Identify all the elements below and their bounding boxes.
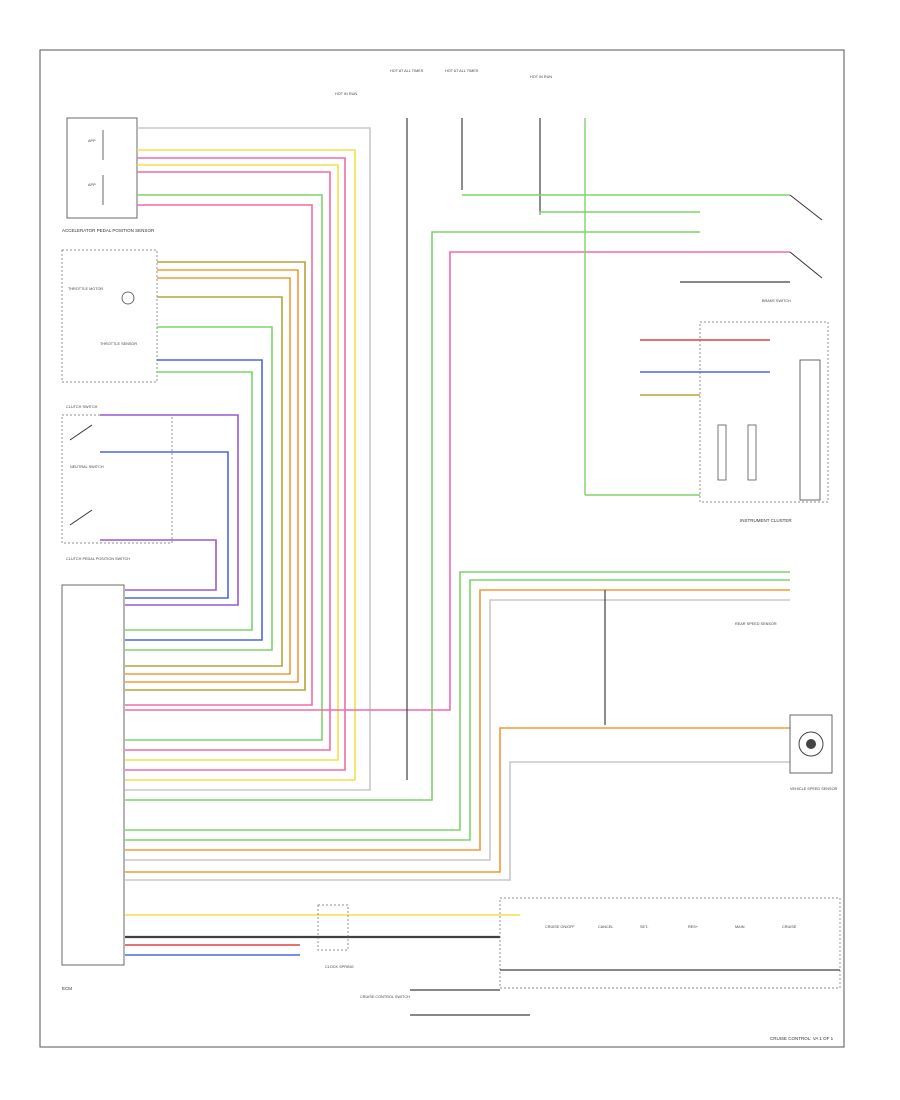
svg-text:HOT AT ALL TIMES: HOT AT ALL TIMES <box>445 69 479 73</box>
throttle-body: THROTTLE MOTOR THROTTLE SENSOR <box>61 249 158 383</box>
rear-speed-sensor-label: REAR SPEED SENSOR <box>735 622 777 626</box>
switch-label: MAIN <box>735 925 745 929</box>
power-feeds: HOT IN RUN HOT AT ALL TIMES HOT AT ALL T… <box>335 69 790 780</box>
accel-sensor-label: ACCELERATOR PEDAL POSITION SENSOR <box>62 228 155 233</box>
instrument-cluster: INSTRUMENT CLUSTER <box>585 321 829 523</box>
clutch-switch: CLUTCH SWITCH NEUTRAL SWITCH CLUTCH PEDA… <box>61 405 173 561</box>
ecm-label: ECM <box>62 986 72 991</box>
clutch-pedal-label: CLUTCH PEDAL POSITION SWITCH <box>66 557 130 561</box>
cruise-control-switch: CRUISE ON/OFF CANCEL SET- RES+ MAIN CRUI… <box>360 897 841 1016</box>
switch-label: CRUISE <box>782 925 797 929</box>
svg-text:CLUTCH SWITCH: CLUTCH SWITCH <box>66 405 98 409</box>
svg-text:APP: APP <box>88 139 96 143</box>
throttle-motor-label: THROTTLE MOTOR <box>68 287 103 291</box>
throttle-sensor-label: THROTTLE SENSOR <box>100 342 137 346</box>
cruise-switch-label: CRUISE CONTROL SWITCH <box>360 995 410 999</box>
hot-in-run-label: HOT IN RUN <box>335 92 357 96</box>
neutral-switch-label: NEUTRAL SWITCH <box>70 465 104 469</box>
wire-bundle <box>100 127 790 956</box>
instrument-cluster-label: INSTRUMENT CLUSTER <box>740 518 792 523</box>
clock-spring: CLOCK SPRING <box>317 904 354 969</box>
brake-switch-label: BRAKE SWITCH <box>762 299 791 303</box>
ecm-box: ECM <box>61 584 125 991</box>
brake-switch: BRAKE SWITCH <box>680 194 823 303</box>
switch-label: RES+ <box>688 925 699 929</box>
clock-spring-label: CLOCK SPRING <box>325 965 354 969</box>
switch-label: CANCEL <box>598 925 613 929</box>
diagram-frame <box>39 49 845 1048</box>
svg-text:APP: APP <box>88 183 96 187</box>
footer-title: CRUISE CONTROL: VA 1 OF 1 <box>770 1036 834 1041</box>
vehicle-speed-sensor: VEHICLE SPEED SENSOR <box>789 714 838 791</box>
accel-pedal-sensor: APP APP ACCELERATOR PEDAL POSITION SENSO… <box>62 117 155 233</box>
vehicle-speed-sensor-label: VEHICLE SPEED SENSOR <box>790 787 838 791</box>
svg-text:HOT AT ALL TIMES: HOT AT ALL TIMES <box>390 69 424 73</box>
svg-text:HOT IN RUN: HOT IN RUN <box>530 75 552 79</box>
switch-label: SET- <box>640 925 649 929</box>
rear-speed-sensor: REAR SPEED SENSOR <box>604 590 777 725</box>
switch-label: CRUISE ON/OFF <box>545 925 575 929</box>
